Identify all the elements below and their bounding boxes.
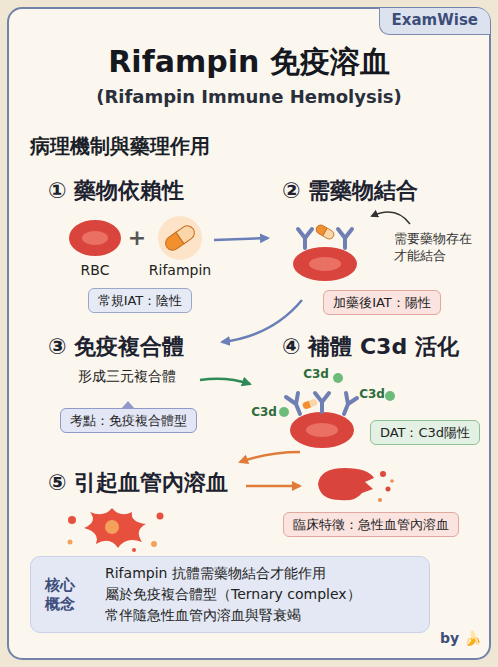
panel-line: 常伴隨急性血管內溶血與腎衰竭 <box>105 605 417 626</box>
c3d-label: C3d <box>251 405 277 419</box>
section-heading: 病理機制與藥理作用 <box>30 134 210 158</box>
c3d-label: C3d <box>303 367 329 381</box>
box-text: 考點：免疫複合體型 <box>70 412 187 429</box>
box-text: 臨床特徵：急性血管內溶血 <box>293 516 449 533</box>
part-label: RBC <box>81 262 110 279</box>
result-box: 加藥後IAT：陽性 <box>323 290 441 315</box>
panel-line: Rifampin 抗體需藥物結合才能作用 <box>105 563 417 584</box>
annotation: 需要藥物存在 才能結合 <box>394 230 477 264</box>
feature-box: 臨床特徵：急性血管內溶血 <box>283 512 459 537</box>
part-label: Rifampin <box>149 262 211 279</box>
result-box: DAT：C3d陽性 <box>370 420 480 445</box>
step-heading: ④ 補體 C3d 活化 <box>282 334 459 360</box>
callout-bubble: 考點：免疫複合體型 <box>60 408 197 433</box>
c3d-label: C3d <box>359 387 385 401</box>
box-text: DAT：C3d陽性 <box>380 424 470 441</box>
result-box: 常規IAT：陰性 <box>88 288 193 313</box>
step-heading: ⑤ 引起血管內溶血 <box>48 470 228 496</box>
step-heading: ① 藥物依賴性 <box>48 178 184 204</box>
brand-tag: ExamWise <box>379 8 490 35</box>
box-text: ExamWise <box>392 11 478 30</box>
step-heading: ② 需藥物結合 <box>282 178 418 204</box>
box-text: 加藥後IAT：陽性 <box>333 294 431 311</box>
signature: by 🍌 <box>440 630 481 647</box>
step-subtext: 形成三元複合體 <box>78 368 176 385</box>
splatter <box>68 508 164 552</box>
step-heading: ③ 免疫複合體 <box>48 334 184 360</box>
frame <box>8 8 490 659</box>
panel-line: 屬於免疫複合體型（Ternary complex） <box>105 584 417 605</box>
plus-sign: + <box>128 226 146 250</box>
panel-label: 核心 概念 <box>45 576 80 614</box>
box-text: 常規IAT：陰性 <box>98 292 183 309</box>
title-text: Rifampin 免疫溶血 <box>108 44 390 80</box>
concept-panel: 核心 概念 Rifampin 抗體需藥物結合才能作用屬於免疫複合體型（Ternar… <box>30 556 430 633</box>
subtitle: (Rifampin Immune Hemolysis) <box>96 86 402 108</box>
